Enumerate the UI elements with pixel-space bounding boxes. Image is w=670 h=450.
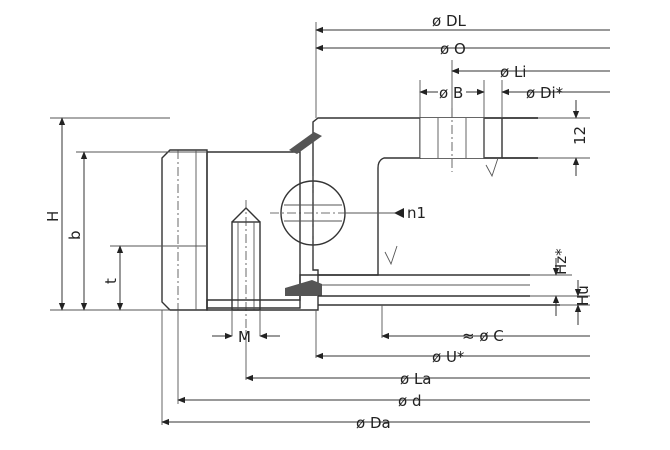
label-12: 12 [571, 126, 589, 145]
surface-mark-icon [485, 157, 499, 178]
top-seal [289, 132, 322, 154]
mounting-structure-lines [318, 274, 560, 306]
label-B: ø B [439, 84, 463, 102]
label-n1: n1 [407, 204, 426, 222]
label-t: t [102, 278, 120, 284]
surface-mark-icon-2 [384, 245, 398, 266]
label-Li: ø Li [500, 63, 526, 81]
dimension-lines [50, 22, 610, 426]
bottom-seal [285, 280, 322, 296]
label-Hu: Hu [574, 285, 592, 306]
label-d: ø d [398, 392, 421, 410]
label-DL: ø DL [432, 12, 466, 30]
label-Da: ø Da [356, 414, 391, 432]
inner-ring [161, 149, 301, 330]
label-b: b [66, 230, 84, 240]
label-C: ≈ ø C [462, 327, 504, 345]
label-La: ø La [400, 370, 432, 388]
label-U: ø U* [432, 348, 465, 366]
label-Hz: Hz* [552, 248, 570, 275]
label-Di: ø Di* [526, 84, 564, 102]
label-O: ø O [440, 40, 466, 58]
outer-ring [312, 108, 538, 276]
label-M: M [238, 328, 251, 346]
label-H: H [44, 211, 62, 222]
ball-element [270, 176, 390, 250]
